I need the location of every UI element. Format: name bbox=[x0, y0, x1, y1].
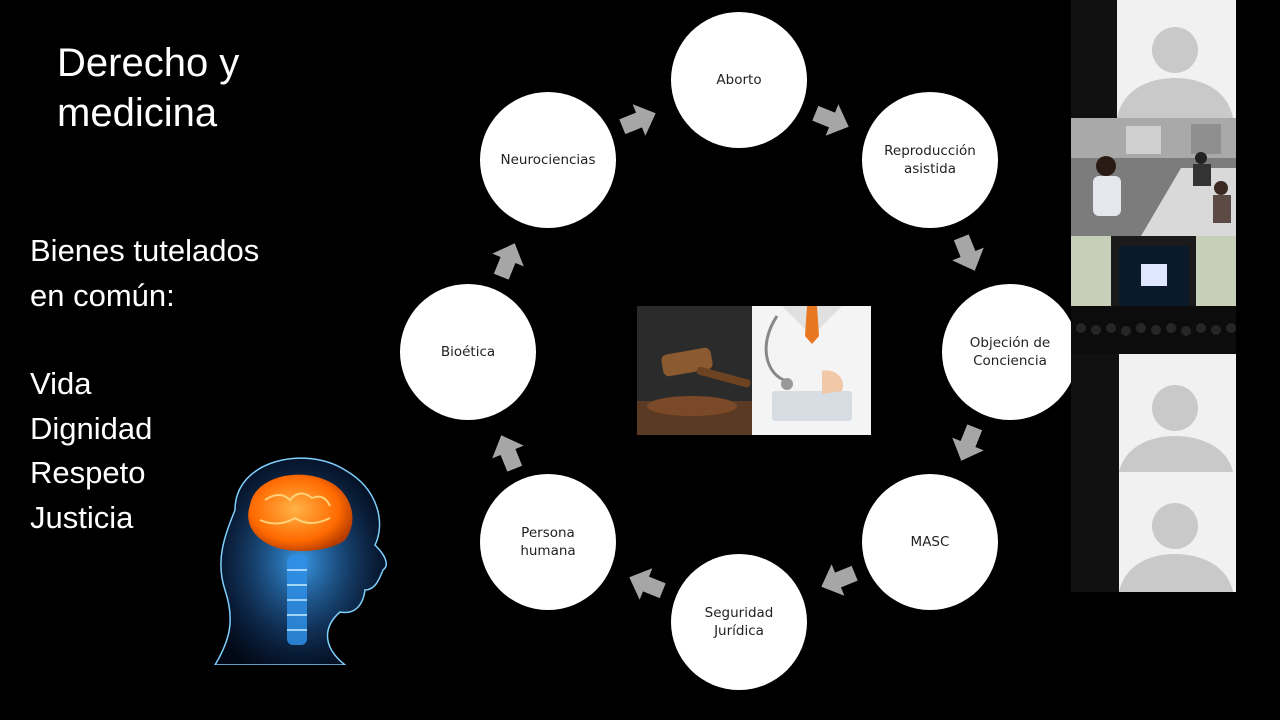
participant-tile[interactable] bbox=[1071, 0, 1236, 118]
participant-video-tile[interactable] bbox=[1071, 236, 1236, 354]
values-list: Vida Dignidad Respeto Justicia bbox=[30, 362, 152, 540]
cycle-node-bioetica: Bioética bbox=[400, 284, 536, 420]
value-item: Dignidad bbox=[30, 410, 153, 446]
auditorium-video bbox=[1071, 236, 1236, 354]
cycle-arrow bbox=[821, 564, 858, 596]
panel-margin bbox=[1236, 0, 1280, 592]
slide-subtitle: Bienes tutelados en común: bbox=[30, 233, 260, 313]
cycle-node-objecion-de-conciencia: Objeción de Conciencia bbox=[942, 284, 1078, 420]
participant-video-tile[interactable] bbox=[1071, 118, 1236, 236]
cycle-arrow bbox=[952, 234, 984, 271]
value-item: Respeto bbox=[30, 455, 146, 490]
meeting-room-video bbox=[1071, 118, 1236, 236]
user-avatar-icon bbox=[1071, 354, 1236, 472]
law-medicine-image bbox=[637, 306, 871, 435]
user-avatar-icon bbox=[1071, 472, 1236, 592]
cycle-node-neurociencias: Neurociencias bbox=[480, 92, 616, 228]
cycle-node-aborto: Aborto bbox=[671, 12, 807, 148]
user-avatar-icon bbox=[1071, 0, 1236, 118]
cycle-arrow bbox=[952, 424, 984, 461]
cycle-arrow bbox=[629, 568, 666, 600]
value-item: Vida bbox=[30, 366, 92, 401]
cycle-node-persona-humana: Persona humana bbox=[480, 474, 616, 610]
brain-xray-illustration bbox=[214, 457, 387, 665]
cycle-node-masc: MASC bbox=[862, 474, 998, 610]
participant-tile[interactable] bbox=[1071, 354, 1236, 472]
cycle-arrow bbox=[492, 243, 524, 280]
cycle-arrow bbox=[492, 435, 524, 472]
cycle-node-seguridad-juridica: Seguridad Jurídica bbox=[671, 554, 807, 690]
value-item: Justicia bbox=[30, 499, 134, 535]
slide-title: Derecho y medicina bbox=[57, 41, 240, 135]
cycle-arrow bbox=[812, 104, 849, 136]
cycle-arrow bbox=[619, 104, 656, 136]
participant-tile[interactable] bbox=[1071, 472, 1236, 592]
cycle-node-reproduccion-asistida: Reproducción asistida bbox=[862, 92, 998, 228]
